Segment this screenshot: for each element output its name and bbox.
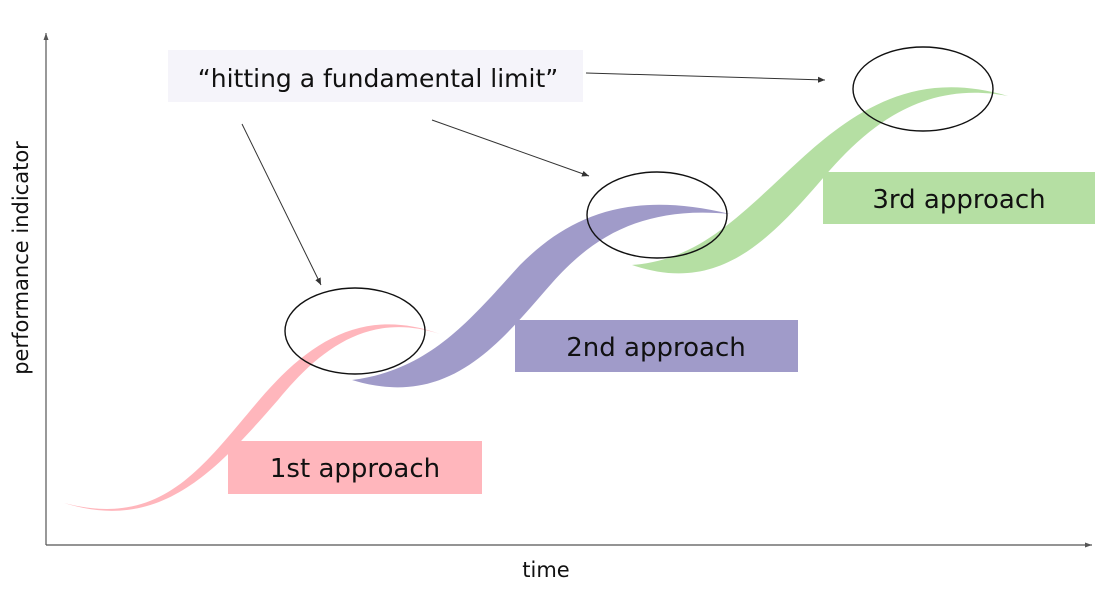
x-axis-label: time	[522, 558, 569, 582]
callout-arrow-3	[585, 72, 826, 83]
callout-box	[168, 50, 583, 102]
limit-ellipse-3	[852, 46, 994, 132]
approach-2-label: 2nd approach	[566, 333, 745, 363]
callout-arrow-1	[241, 123, 322, 286]
callout-text: “hitting a fundamental limit”	[198, 64, 558, 93]
approach-2-curve	[352, 204, 730, 388]
approach-1-label: 1st approach	[270, 454, 440, 484]
limit-ellipse-1	[284, 287, 426, 375]
limit-ellipse-2	[586, 171, 728, 259]
approach-3-label: 3rd approach	[872, 185, 1045, 215]
y-axis-label: performance indicator	[9, 141, 33, 375]
callout-arrow-2	[431, 119, 590, 177]
approach-3-label-bg	[823, 172, 1095, 224]
approach-1-curve	[64, 324, 440, 511]
approach-3-curve	[632, 87, 1008, 274]
approach-1-label-bg	[228, 441, 482, 494]
approach-2-label-bg	[515, 320, 798, 372]
